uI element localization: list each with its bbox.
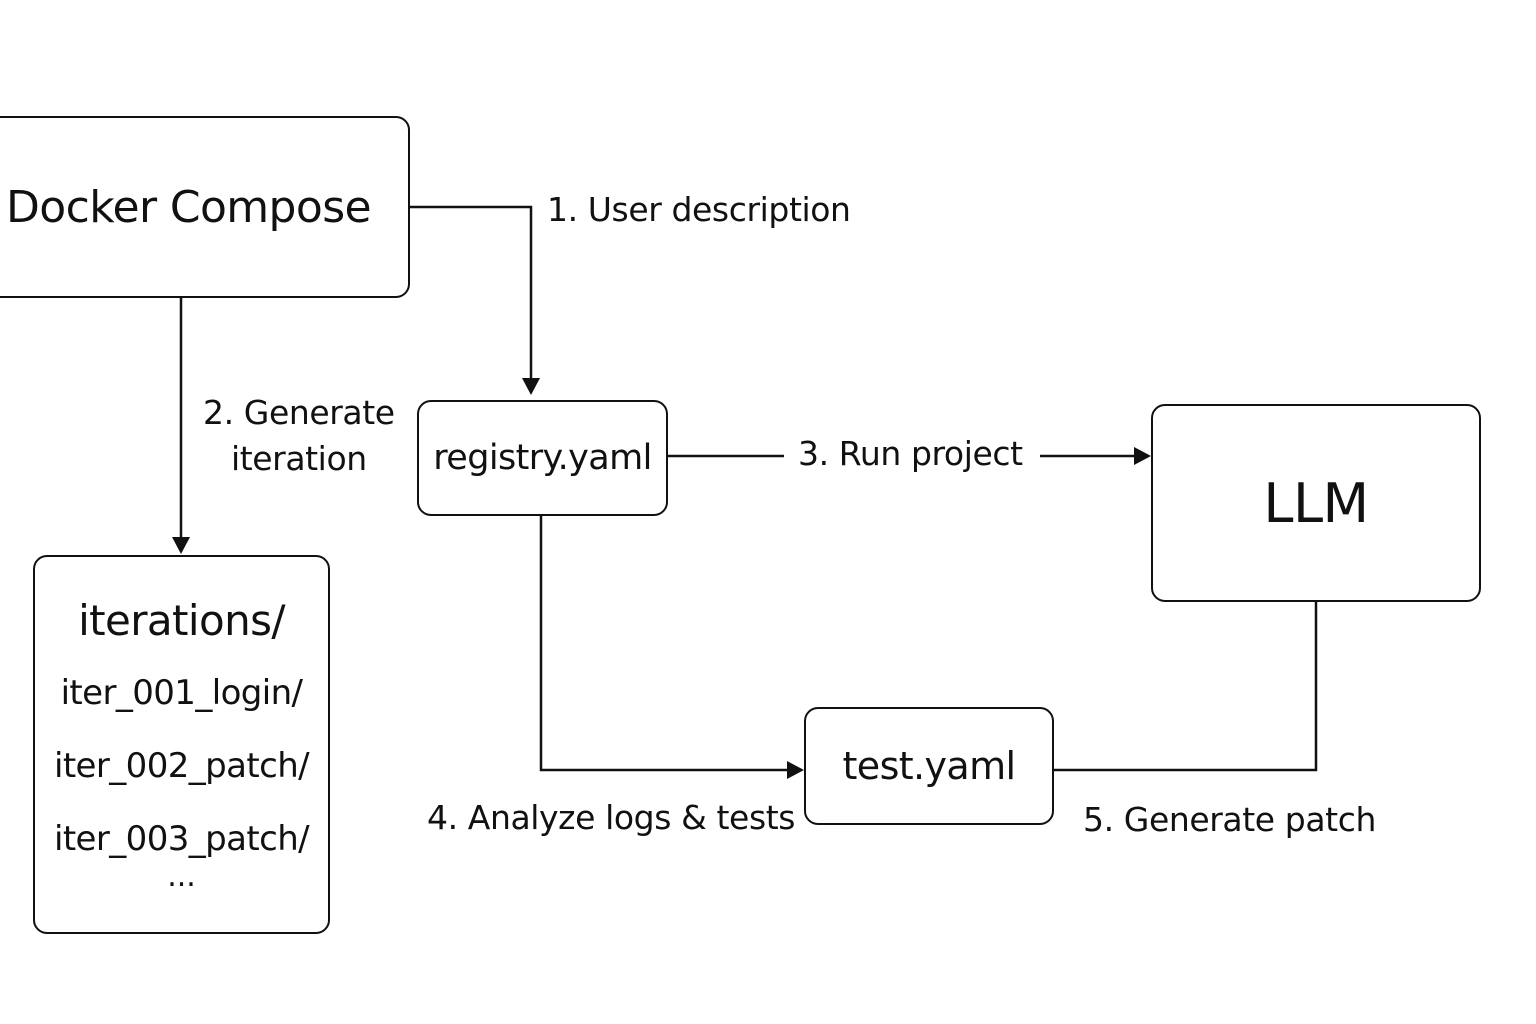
iteration-item: iter_003_patch/	[53, 819, 310, 859]
iterations-folder-title: iterations/	[78, 596, 285, 645]
step-5-label: 5. Generate patch	[1083, 800, 1376, 839]
arrowhead-iterations	[172, 537, 190, 554]
registry-yaml-box: registry.yaml	[417, 400, 668, 516]
test-yaml-box: test.yaml	[804, 707, 1054, 825]
arrowhead-registry	[522, 378, 540, 395]
llm-label: LLM	[1263, 471, 1369, 535]
edge-user-description	[409, 205, 535, 389]
step-2-label-line-1: 2. Generate	[203, 393, 395, 432]
step-2-label-line-2: iteration	[230, 439, 367, 478]
step-3-label: 3. Run project	[798, 434, 1023, 473]
step-1-label: 1. User description	[547, 190, 851, 229]
iterations-more-ellipsis: ...	[167, 859, 196, 894]
arrowhead-llm	[1134, 447, 1151, 465]
iteration-item: iter_001_login/	[60, 673, 303, 713]
step-4-label: 4. Analyze logs & tests	[427, 798, 796, 837]
iteration-item: iter_002_patch/	[53, 746, 310, 786]
llm-box: LLM	[1151, 404, 1481, 602]
docker-compose-box: Docker Compose	[0, 116, 410, 298]
iterations-folder-box: iterations/ iter_001_login/ iter_002_pat…	[33, 555, 330, 934]
edge-analyze-logs	[539, 516, 797, 774]
arrowhead-test	[787, 761, 804, 779]
step-2-label: 2. Generate iteration	[203, 390, 395, 482]
edge-generate-patch	[1054, 602, 1318, 772]
registry-yaml-label: registry.yaml	[433, 438, 652, 478]
test-yaml-label: test.yaml	[842, 744, 1016, 788]
docker-compose-label: Docker Compose	[6, 181, 372, 233]
